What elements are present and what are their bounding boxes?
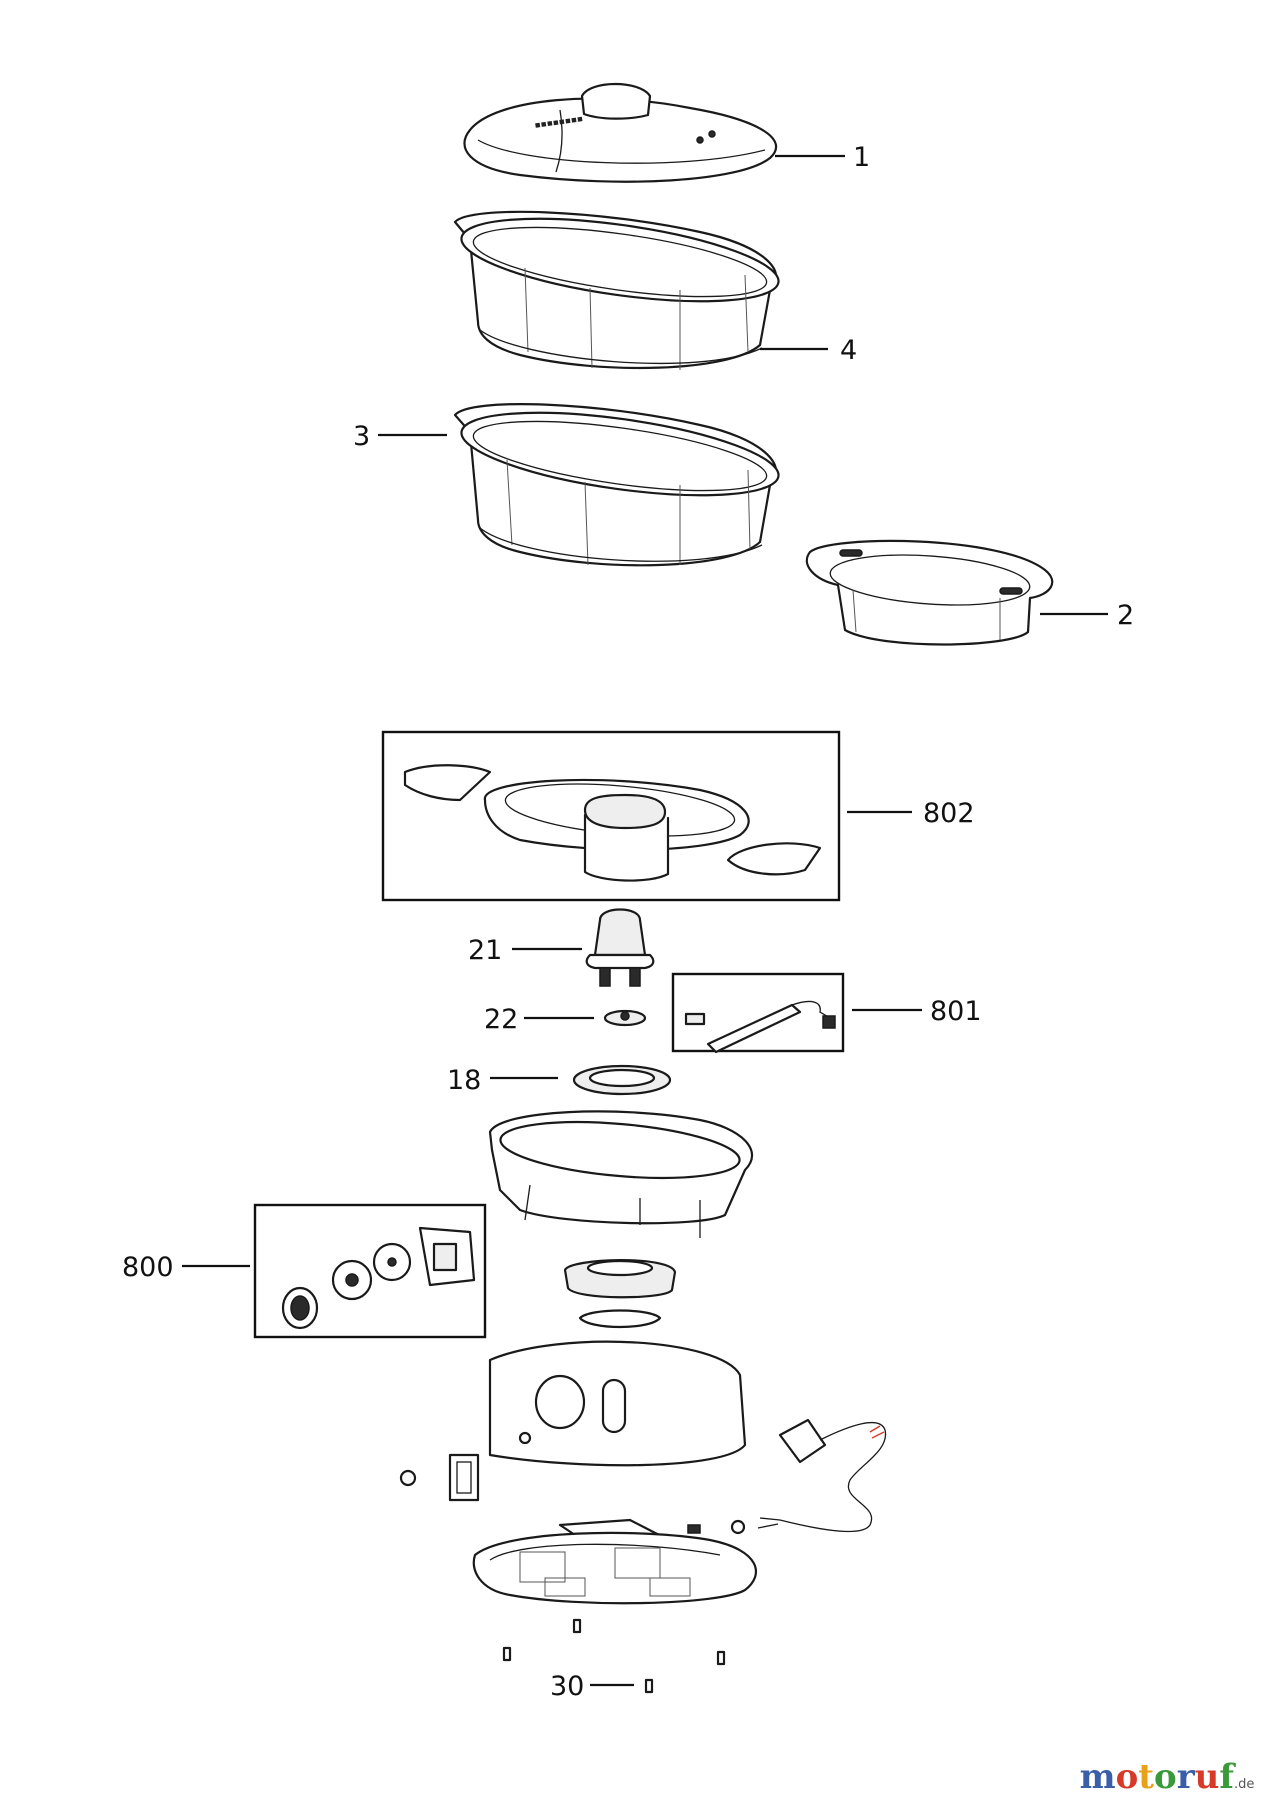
upper-bowl-part (453, 210, 780, 370)
base-housing-part (488, 1110, 754, 1238)
thermostat-part (603, 1009, 647, 1027)
lower-bowl-part (453, 403, 780, 567)
watermark-letter: o (1116, 1757, 1139, 1797)
bowl-holder-set-box (381, 730, 841, 902)
bowl-holder-set-parts (403, 764, 822, 882)
control-set-parts (281, 1226, 476, 1330)
feet-parts (502, 1618, 726, 1694)
callout-labels: 1 4 3 2 802 21 22 18 801 800 30 (122, 142, 1134, 1702)
control-set-box (253, 1203, 487, 1339)
seal-ring-part (572, 1064, 672, 1096)
callout-800: 800 (122, 1252, 174, 1283)
watermark-brand: motoruf (1080, 1757, 1237, 1797)
watermark-letter: u (1195, 1757, 1220, 1797)
callout-2: 2 (1117, 600, 1134, 631)
wire-set-parts (684, 1000, 836, 1054)
wire-set-box (671, 972, 845, 1053)
watermark-suffix: .de (1234, 1777, 1254, 1792)
element-part (585, 908, 655, 987)
leader-lines (182, 154, 1108, 1687)
watermark-letter: t (1138, 1757, 1154, 1797)
tray-part (805, 539, 1054, 646)
outer-shell-part (399, 1340, 747, 1502)
watermark-letter: o (1154, 1757, 1177, 1797)
callout-30: 30 (550, 1671, 584, 1702)
callout-21: 21 (468, 935, 502, 966)
power-cable-part (757, 1418, 887, 1533)
callout-22: 22 (484, 1004, 518, 1035)
watermark-logo: motoruf .de (1080, 1757, 1255, 1797)
watermark-letter: r (1177, 1757, 1196, 1797)
watermark-letter: m (1080, 1757, 1116, 1797)
callout-802: 802 (923, 798, 975, 829)
lid-part: ▪▪▪▪▪▪▪▪ (463, 82, 777, 183)
callout-1: 1 (853, 142, 870, 173)
callout-3: 3 (353, 421, 370, 452)
collar-ring-part (563, 1259, 677, 1329)
callout-4: 4 (840, 335, 857, 366)
watermark-letter: f (1219, 1757, 1236, 1797)
base-plate-part (472, 1531, 758, 1605)
callout-18: 18 (447, 1065, 481, 1096)
callout-801: 801 (930, 996, 982, 1027)
